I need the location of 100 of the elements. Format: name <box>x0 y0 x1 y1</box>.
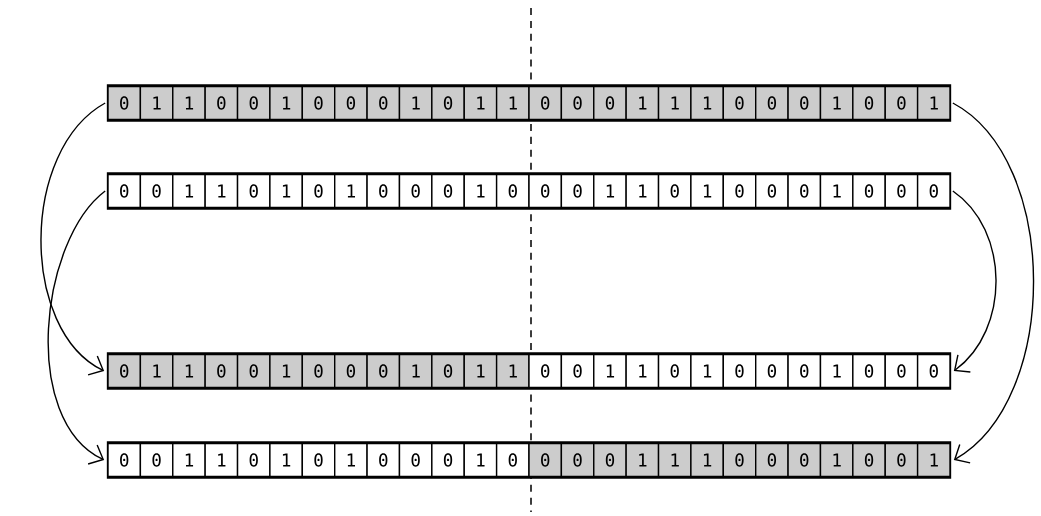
bit-cell: 0 <box>884 85 919 121</box>
bit-cell: 1 <box>139 353 174 389</box>
bit-cell: 0 <box>528 442 563 478</box>
bit-cell: 0 <box>528 85 563 121</box>
bit-cell: 0 <box>593 442 627 478</box>
bit-cell: 0 <box>755 85 789 121</box>
bit-cell: 0 <box>334 85 368 121</box>
bit-cell: 0 <box>528 173 563 209</box>
bit-cell: 1 <box>819 442 854 478</box>
bit-cell: 1 <box>495 85 530 121</box>
bit-cell: 0 <box>301 85 336 121</box>
bit-cell: 1 <box>593 353 627 389</box>
bit-cell: 0 <box>495 442 530 478</box>
bit-cell: 1 <box>139 85 174 121</box>
bit-cell: 0 <box>107 173 142 209</box>
bit-cell: 1 <box>657 85 692 121</box>
bit-cell: 0 <box>755 173 789 209</box>
bit-cell: 1 <box>463 173 498 209</box>
bit-cell: 0 <box>852 442 886 478</box>
bit-cell: 0 <box>204 85 239 121</box>
bit-cell: 1 <box>334 173 368 209</box>
bit-string-bar <box>106 441 952 479</box>
bit-cell: 0 <box>787 353 822 389</box>
bit-cell: 1 <box>916 85 951 121</box>
bit-cell: 0 <box>366 85 401 121</box>
bit-cell: 0 <box>560 85 595 121</box>
bit-cell: 1 <box>172 353 206 389</box>
bit-cell: 1 <box>657 442 692 478</box>
bit-cell: 0 <box>366 442 401 478</box>
bit-cell: 0 <box>366 173 401 209</box>
bit-cell: 1 <box>690 353 724 389</box>
bit-cell: 0 <box>204 353 239 389</box>
bit-cell: 1 <box>690 85 724 121</box>
bit-cell: 0 <box>884 442 919 478</box>
bit-cell: 1 <box>625 173 660 209</box>
bit-cell: 0 <box>431 353 465 389</box>
bit-cell: 0 <box>916 353 951 389</box>
bit-cell: 1 <box>204 173 239 209</box>
bit-cell: 1 <box>172 173 206 209</box>
bit-string-bar <box>106 84 952 122</box>
bit-cell: 0 <box>657 353 692 389</box>
bit-cell: 1 <box>269 173 303 209</box>
bit-cell: 0 <box>722 442 757 478</box>
bit-cell: 1 <box>690 173 724 209</box>
arrow <box>952 190 997 373</box>
bit-cell: 1 <box>269 353 303 389</box>
bit-cell: 0 <box>787 173 822 209</box>
bit-cell: 0 <box>366 353 401 389</box>
bit-cell: 0 <box>236 353 271 389</box>
bit-cell: 0 <box>236 173 271 209</box>
bit-cell: 1 <box>819 173 854 209</box>
bit-cell: 0 <box>139 173 174 209</box>
bit-cell: 0 <box>787 85 822 121</box>
bit-cell: 1 <box>269 85 303 121</box>
bit-cell: 0 <box>787 442 822 478</box>
bit-cell: 0 <box>755 442 789 478</box>
bit-cell: 0 <box>884 173 919 209</box>
bit-cell: 1 <box>916 442 951 478</box>
bit-cell: 1 <box>819 353 854 389</box>
bit-cell: 0 <box>722 173 757 209</box>
bit-cell: 0 <box>107 85 142 121</box>
bit-cell: 0 <box>560 173 595 209</box>
bit-cell: 0 <box>301 442 336 478</box>
bit-cell: 0 <box>755 353 789 389</box>
bit-cell: 1 <box>625 353 660 389</box>
bit-cell: 0 <box>236 442 271 478</box>
bit-cell: 1 <box>334 442 368 478</box>
bit-cell: 0 <box>301 353 336 389</box>
bit-cell: 0 <box>107 442 142 478</box>
bit-cell: 1 <box>593 173 627 209</box>
bit-cell: 1 <box>204 442 239 478</box>
bit-cell: 1 <box>398 353 433 389</box>
bit-cell: 0 <box>236 85 271 121</box>
arrow <box>40 102 106 376</box>
bit-cell: 0 <box>301 173 336 209</box>
bit-cell: 1 <box>495 353 530 389</box>
bit-cell: 1 <box>625 442 660 478</box>
bit-cell: 0 <box>722 85 757 121</box>
bit-cell: 0 <box>431 85 465 121</box>
bit-cell: 0 <box>398 442 433 478</box>
bit-cell: 0 <box>334 353 368 389</box>
bit-cell: 0 <box>657 173 692 209</box>
bit-cell: 1 <box>269 442 303 478</box>
arrow <box>952 102 1035 464</box>
bit-cell: 1 <box>819 85 854 121</box>
bit-cell: 1 <box>625 85 660 121</box>
bit-cell: 1 <box>172 442 206 478</box>
bit-cell: 0 <box>107 353 142 389</box>
bit-cell: 0 <box>139 442 174 478</box>
bit-string-bar <box>106 172 952 210</box>
bit-cell: 0 <box>852 173 886 209</box>
bit-cell: 0 <box>852 85 886 121</box>
bit-cell: 0 <box>916 173 951 209</box>
bit-cell: 1 <box>463 85 498 121</box>
bit-cell: 1 <box>690 442 724 478</box>
bit-cell: 0 <box>398 173 433 209</box>
bit-cell: 1 <box>463 353 498 389</box>
bit-cell: 0 <box>431 442 465 478</box>
bit-cell: 0 <box>560 353 595 389</box>
bit-cell: 0 <box>884 353 919 389</box>
